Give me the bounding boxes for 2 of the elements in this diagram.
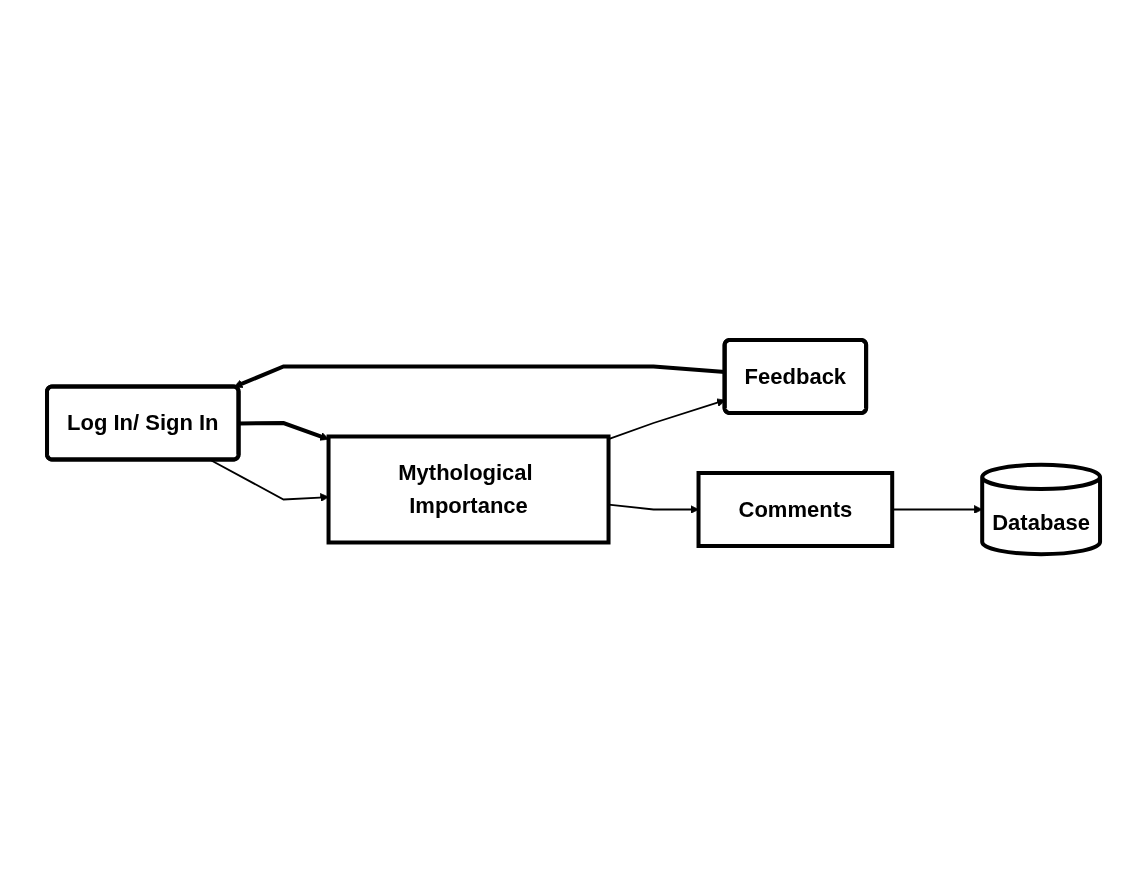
node-box: Mythological Importance: [327, 434, 611, 545]
node-box: Comments: [697, 470, 895, 548]
